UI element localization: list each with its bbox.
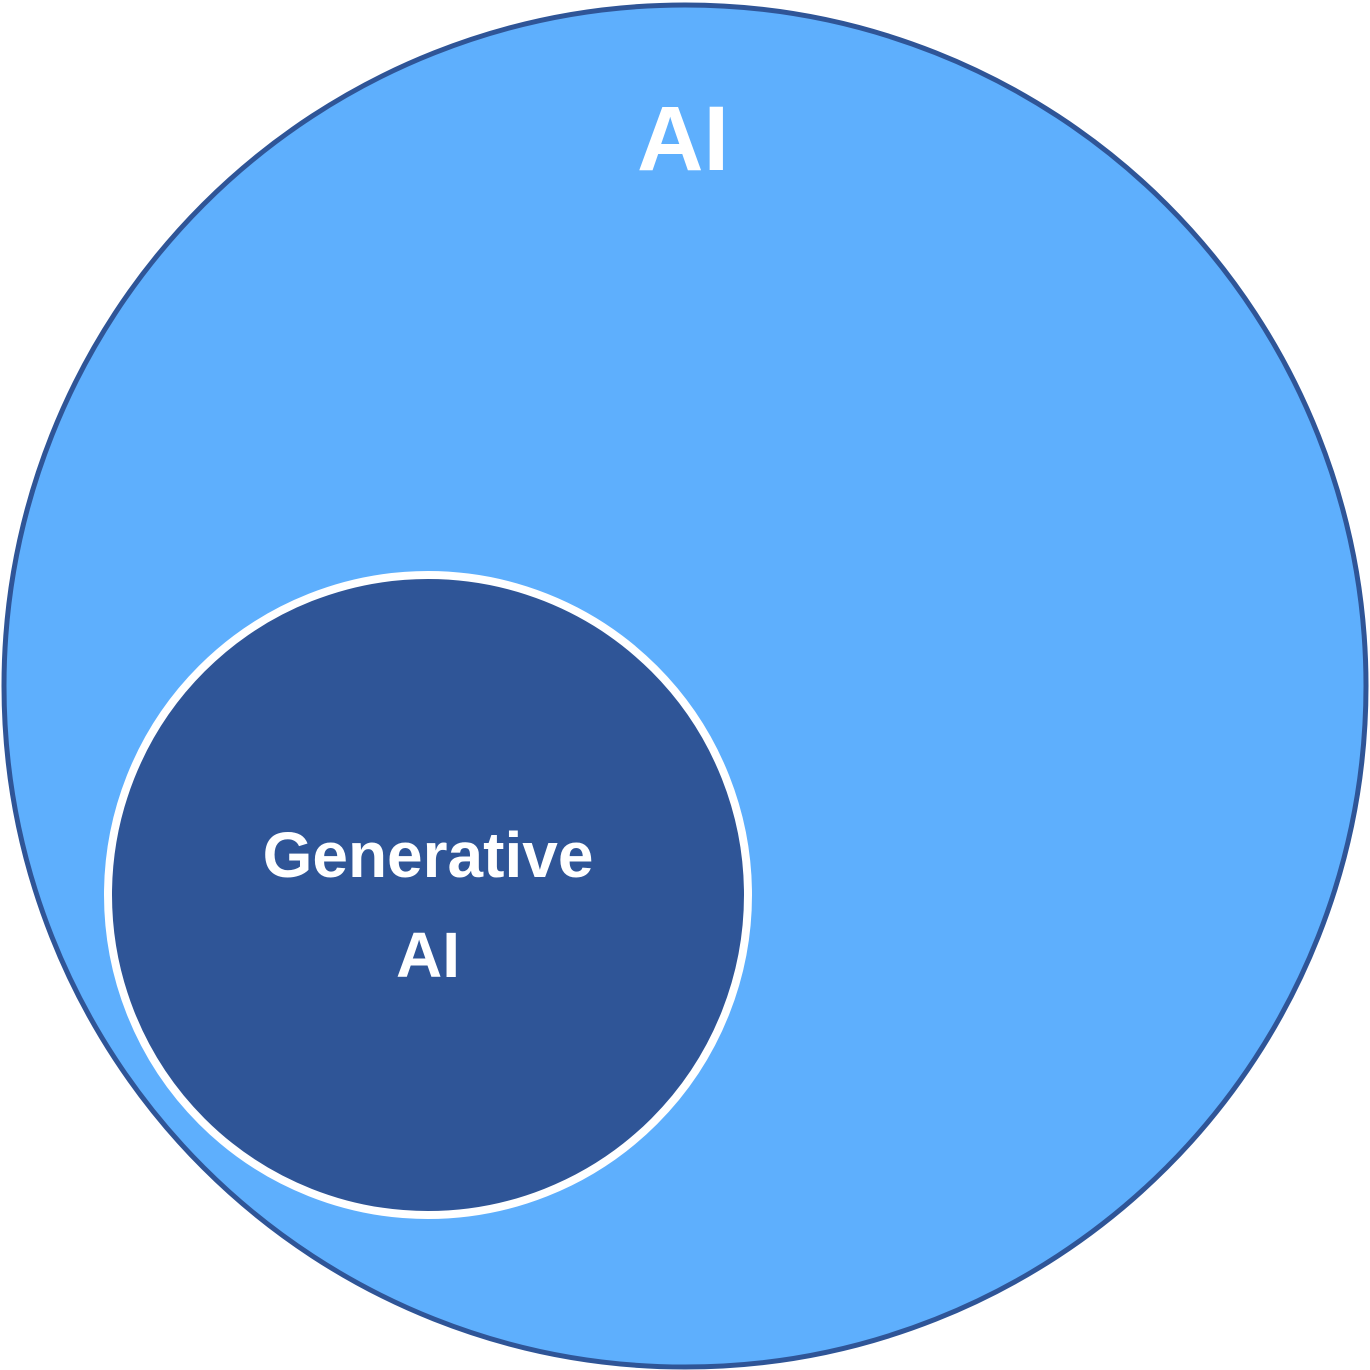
- inner-circle-label-line2: AI: [396, 919, 460, 991]
- inner-circle-label-line1: Generative: [263, 819, 594, 891]
- outer-circle-label: AI: [637, 88, 729, 190]
- inner-circle-generative-ai: [104, 571, 752, 1219]
